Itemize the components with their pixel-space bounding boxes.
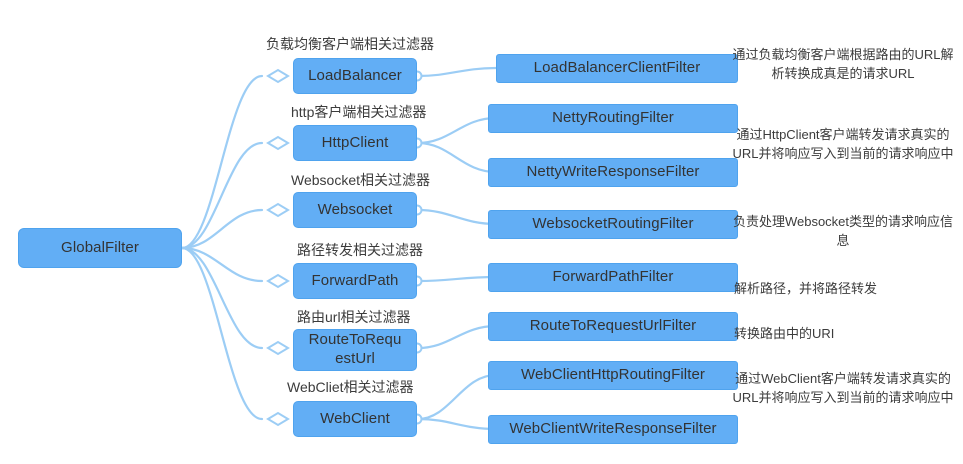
node-global-filter[interactable]: GlobalFilter — [18, 228, 182, 268]
note-httpclient: 通过HttpClient客户端转发请求真实的URL并将响应写入到当前的请求响应中 — [732, 127, 954, 161]
node-routetorequesturl[interactable]: RouteToRequestUrl — [293, 329, 417, 371]
link-webclient-httprouting — [416, 373, 498, 421]
link-loadbalancer-lbclientfilter — [416, 66, 498, 78]
link-root-websocket — [180, 208, 264, 250]
node-label: ForwardPathFilter — [552, 268, 674, 286]
node-nettyroutingfilter[interactable]: NettyRoutingFilter — [488, 104, 738, 133]
link-httpclient-nettywriteresponse — [416, 141, 498, 174]
node-label: WebsocketRoutingFilter — [532, 215, 694, 233]
note-routetorequesturl: 转换路由中的URI — [734, 326, 835, 341]
node-routetorequesturlfilter[interactable]: RouteToRequestUrlFilter — [488, 312, 738, 341]
node-label: RouteToRequestUrl — [308, 331, 402, 367]
node-webclienthttproutingfilter[interactable]: WebClientHttpRoutingFilter — [488, 361, 738, 390]
link-webclient-writeresponse — [416, 417, 498, 431]
note-forwardpath: 解析路径，并将路径转发 — [734, 281, 878, 296]
node-label: WebClient — [320, 409, 390, 427]
node-label: LoadBalancer — [308, 66, 402, 84]
node-webclientwriteresponsefilter[interactable]: WebClientWriteResponseFilter — [488, 415, 738, 444]
node-forwardpath[interactable]: ForwardPath — [293, 263, 417, 299]
link-routetorequesturl-filter — [416, 324, 498, 350]
diamond-marker-routetorequesturl — [266, 340, 290, 356]
link-websocket-websocketrouting — [416, 208, 498, 226]
link-root-webclient — [180, 246, 264, 421]
caption-webclient: WebCliet相关过滤器 — [287, 379, 414, 395]
node-loadbalancer[interactable]: LoadBalancer — [293, 58, 417, 94]
node-websocket[interactable]: Websocket — [293, 192, 417, 228]
diamond-marker-webclient — [266, 411, 290, 427]
node-webclient[interactable]: WebClient — [293, 401, 417, 437]
node-label: Websocket — [317, 200, 393, 218]
node-label: WebClientHttpRoutingFilter — [520, 366, 706, 384]
link-root-httpclient — [180, 141, 264, 250]
caption-websocket: Websocket相关过滤器 — [291, 172, 430, 188]
node-label: GlobalFilter — [61, 238, 139, 256]
node-websocketroutingfilter[interactable]: WebsocketRoutingFilter — [488, 210, 738, 239]
node-label: ForwardPath — [311, 271, 399, 289]
node-httpclient[interactable]: HttpClient — [293, 125, 417, 161]
node-label: LoadBalancerClientFilter — [533, 59, 701, 77]
diamond-marker-forwardpath — [266, 273, 290, 289]
link-forwardpath-forwardpathfilter — [416, 275, 498, 283]
link-root-routetorequesturl — [180, 246, 264, 350]
note-loadbalancer: 通过负载均衡客户端根据路由的URL解析转换成真是的请求URL — [732, 47, 954, 81]
caption-httpclient: http客户端相关过滤器 — [291, 104, 427, 120]
node-label: WebClientWriteResponseFilter — [509, 420, 717, 438]
node-label: NettyRoutingFilter — [552, 109, 674, 127]
link-httpclient-nettyrouting — [416, 116, 498, 145]
caption-loadbalancer: 负载均衡客户端相关过滤器 — [266, 36, 434, 52]
note-webclient: 通过WebClient客户端转发请求真实的URL并将响应写入到当前的请求响应中 — [732, 371, 954, 405]
node-label: RouteToRequestUrlFilter — [529, 317, 697, 335]
node-label: NettyWriteResponseFilter — [526, 163, 700, 181]
diamond-marker-httpclient — [266, 135, 290, 151]
note-websocket: 负责处理Websocket类型的请求响应信息 — [732, 214, 954, 248]
diamond-marker-loadbalancer — [266, 68, 290, 84]
node-label: HttpClient — [321, 133, 389, 151]
node-nettywriteresponsefilter[interactable]: NettyWriteResponseFilter — [488, 158, 738, 187]
link-root-loadbalancer — [180, 74, 264, 250]
diamond-marker-websocket — [266, 202, 290, 218]
node-loadbalancerclientfilter[interactable]: LoadBalancerClientFilter — [496, 54, 738, 83]
caption-forwardpath: 路径转发相关过滤器 — [297, 242, 423, 258]
link-root-forwardpath — [180, 246, 264, 283]
caption-routetorequesturl: 路由url相关过滤器 — [297, 309, 411, 325]
node-forwardpathfilter[interactable]: ForwardPathFilter — [488, 263, 738, 292]
